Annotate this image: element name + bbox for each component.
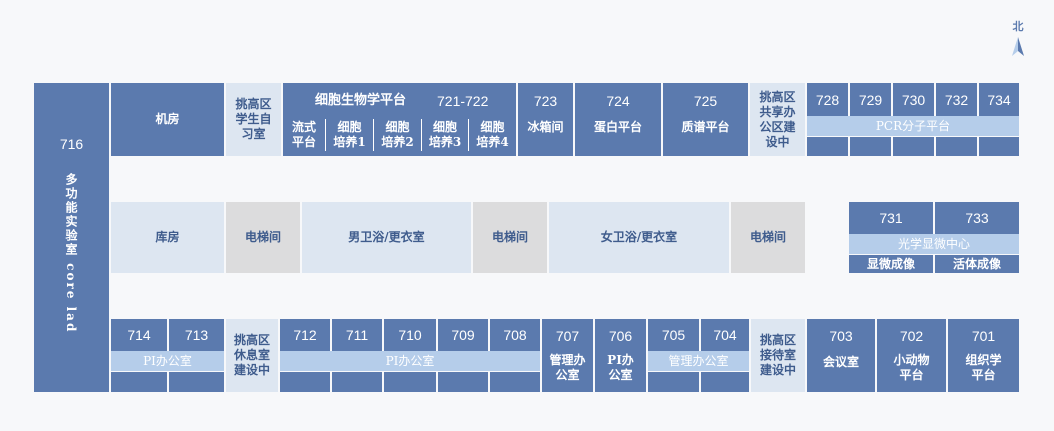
room-701-label: 组织学 平台	[965, 353, 1002, 382]
cell-biology-numbers: 721-722	[437, 93, 489, 109]
atrium-rest-room: 挑高区 休息室 建设中	[226, 319, 278, 392]
room-711: 711	[332, 319, 382, 351]
room-703-number: 703	[829, 328, 853, 344]
room-701-number: 701	[971, 328, 996, 344]
room-724-label: 蛋白平台	[593, 119, 642, 134]
room-702: 702 小动物 平台	[877, 319, 946, 392]
atrium-study-room: 挑高区 学生自 习室	[226, 83, 281, 156]
cell-biology-title: 细胞生物学平台	[315, 93, 407, 108]
elevator-2: 电梯间	[473, 202, 547, 273]
north-label: 北	[1012, 19, 1024, 33]
elevator-3: 电梯间	[731, 202, 805, 273]
room-713: 713	[169, 319, 224, 351]
room-723: 723 冰箱间	[518, 83, 573, 156]
room-729: 729	[850, 83, 891, 116]
room-710: 710	[384, 319, 436, 351]
room-716-number: 716	[59, 136, 84, 152]
room-724: 724 蛋白平台	[575, 83, 661, 156]
room-707: 707 管理办 公室	[542, 319, 593, 392]
pcr-platform-band: PCR分子平台	[807, 116, 1019, 136]
room-706-number: 706	[608, 328, 633, 344]
room-716-label: 多功能实验室 core lad	[64, 173, 78, 334]
cell-culture-1: 细胞 培养1	[333, 120, 366, 149]
atrium-reception: 挑高区 接待室 建设中	[751, 319, 805, 392]
microscopy-imaging: 显微成像	[849, 255, 933, 273]
live-imaging: 活体成像	[935, 255, 1019, 273]
room-712: 712	[280, 319, 330, 351]
room-732: 732	[936, 83, 977, 116]
room-708: 708	[490, 319, 540, 351]
room-702-number: 702	[899, 328, 924, 344]
cell-culture-2: 细胞 培养2	[381, 120, 414, 149]
room-709: 709	[438, 319, 488, 351]
room-733: 733	[935, 202, 1019, 234]
room-703: 703 会议室	[807, 319, 875, 392]
room-728: 728	[807, 83, 848, 116]
room-704: 704	[701, 319, 749, 351]
room-725-label: 质谱平台	[681, 119, 730, 134]
admin-office-band: 管理办公室	[648, 351, 749, 371]
room-706: 706 PI办 公室	[595, 319, 646, 392]
room-707-number: 707	[555, 328, 580, 344]
flow-platform: 流式 平台	[291, 120, 316, 149]
room-730: 730	[893, 83, 934, 116]
room-723-number: 723	[533, 93, 558, 109]
pi-office-band-middle: PI办公室	[280, 351, 540, 371]
cell-culture-4: 细胞 培养4	[476, 120, 509, 149]
cell-culture-3: 细胞 培养3	[428, 120, 462, 149]
room-716: 716 多功能实验室 core lad	[34, 83, 109, 392]
mens-restroom: 男卫浴/更衣室	[302, 202, 471, 273]
room-706-label: PI办 公室	[607, 353, 634, 382]
room-724-number: 724	[606, 93, 630, 109]
room-707-label: 管理办 公室	[549, 353, 586, 382]
room-723-label: 冰箱间	[527, 119, 564, 134]
pi-office-band-left: PI办公室	[111, 351, 224, 371]
atrium-shared-office: 挑高区 共享办 公区建 设中	[750, 83, 805, 156]
room-731: 731	[849, 202, 933, 234]
room-725-number: 725	[693, 93, 718, 109]
room-storage: 库房	[111, 202, 224, 273]
elevator-1: 电梯间	[226, 202, 300, 273]
cell-biology-platform: 细胞生物学平台 721-722 流式 平台 细胞 培养1 细胞 培养2 细胞 培…	[283, 83, 516, 156]
room-703-label: 会议室	[822, 354, 859, 369]
north-arrow-icon	[1012, 37, 1024, 56]
room-701: 701 组织学 平台	[948, 319, 1019, 392]
room-725: 725 质谱平台	[663, 83, 748, 156]
optical-microscopy-band: 光学显微中心	[849, 234, 1019, 254]
womens-restroom: 女卫浴/更衣室	[549, 202, 729, 273]
room-734: 734	[979, 83, 1019, 116]
room-702-label: 小动物 平台	[893, 353, 930, 382]
room-machine: 机房	[111, 83, 224, 156]
room-705: 705	[648, 319, 699, 351]
room-714: 714	[111, 319, 167, 351]
